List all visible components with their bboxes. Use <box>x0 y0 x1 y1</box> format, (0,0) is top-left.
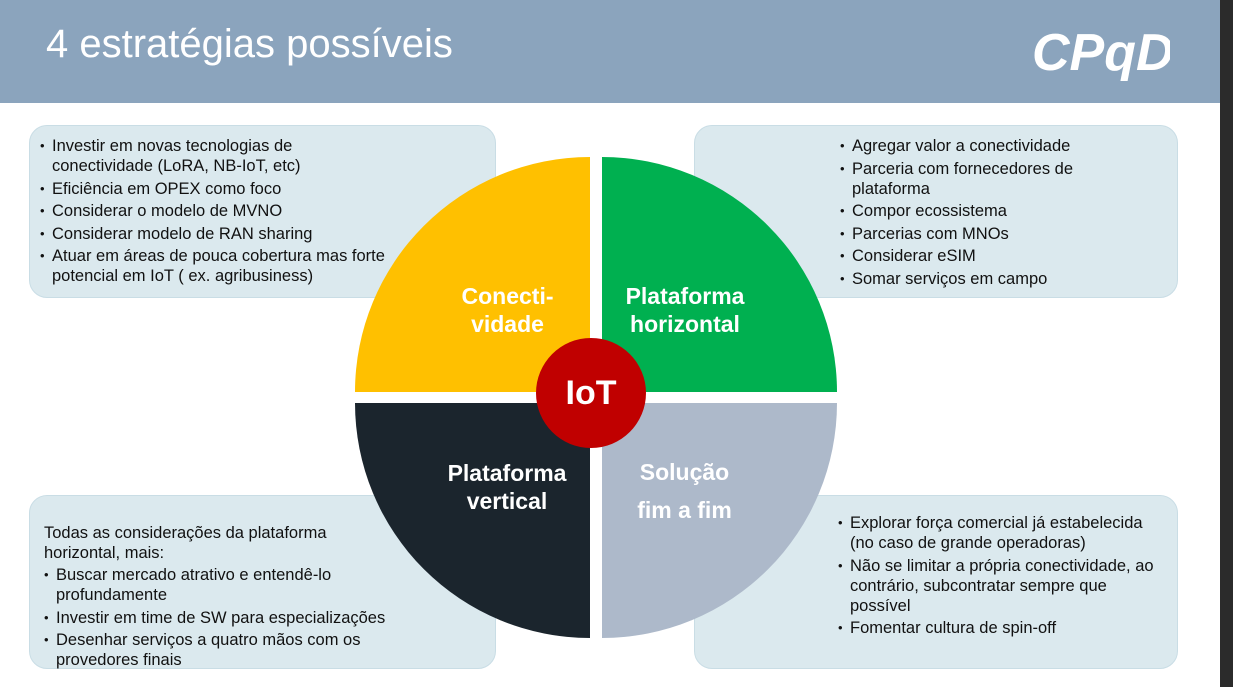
quadrant-conectividade <box>355 157 590 392</box>
quadrant-plataforma-horizontal <box>602 157 837 392</box>
list-item: Considerar o modelo de MVNO <box>40 201 385 221</box>
page-title: 4 estratégias possíveis <box>46 22 453 66</box>
intro-text: Todas as considerações da plataforma hor… <box>44 524 327 562</box>
list-item: Somar serviços em campo <box>840 269 1130 289</box>
list-item: Buscar mercado atrativo e entendê-lo pro… <box>44 565 389 605</box>
list-item: Investir em novas tecnologias de conecti… <box>40 136 385 176</box>
list-item: Investir em time de SW para especializaç… <box>44 608 389 628</box>
list-item: Considerar modelo de RAN sharing <box>40 224 385 244</box>
list-item: Compor ecossistema <box>840 201 1130 221</box>
label-solucao-fim-a-fim: Solução fim a fim <box>612 453 757 529</box>
svg-text:CPqD: CPqD <box>1032 24 1170 82</box>
cpqd-logo: CPqD <box>1032 24 1170 82</box>
quadrant-plataforma-vertical <box>355 403 590 638</box>
list-item: Parcerias com MNOs <box>840 224 1130 244</box>
list-item: Agregar valor a conectividade <box>840 136 1130 156</box>
list-item: Desenhar serviços a quatro mãos com os p… <box>44 630 389 670</box>
label-plataforma-horizontal-line2: horizontal <box>630 311 740 337</box>
list-item: Fomentar cultura de spin-off <box>838 618 1168 638</box>
list-item: Não se limitar a própria conectividade, … <box>838 556 1168 616</box>
header-bar <box>0 0 1220 103</box>
quadrant-solucao-fim-a-fim <box>602 403 837 638</box>
label-plataforma-vertical: Plataforma vertical <box>432 459 582 515</box>
list-item: Explorar força comercial já estabelecida… <box>838 513 1168 553</box>
label-plataforma-horizontal-line1: Plataforma <box>625 283 745 309</box>
label-plataforma-vertical-line2: vertical <box>466 488 548 514</box>
text-bottom-right: Explorar força comercial já estabelecida… <box>838 513 1168 641</box>
list-item: Considerar eSIM <box>840 246 1130 266</box>
label-plataforma-vertical-line1: Plataforma <box>447 460 567 486</box>
text-top-left: Investir em novas tecnologias de conecti… <box>40 136 385 289</box>
text-bottom-left: Todas as considerações da plataforma hor… <box>44 523 389 673</box>
text-top-right: Agregar valor a conectividade Parceria c… <box>840 136 1130 291</box>
list-item: Atuar em áreas de pouca cobertura mas fo… <box>40 246 385 286</box>
iot-label: IoT <box>565 373 617 412</box>
label-solucao-line2: fim a fim <box>637 497 732 523</box>
window-edge <box>1220 0 1233 687</box>
label-conectividade-line2: vidade <box>471 311 544 337</box>
center-circle <box>536 338 646 448</box>
list-item: Parceria com fornecedores de plataforma <box>840 159 1130 199</box>
list-item: Eficiência em OPEX como foco <box>40 179 385 199</box>
label-conectividade: Conecti- vidade <box>440 282 575 338</box>
label-conectividade-line1: Conecti- <box>461 283 554 309</box>
label-solucao-line1: Solução <box>639 459 730 485</box>
label-plataforma-horizontal: Plataforma horizontal <box>610 282 760 338</box>
